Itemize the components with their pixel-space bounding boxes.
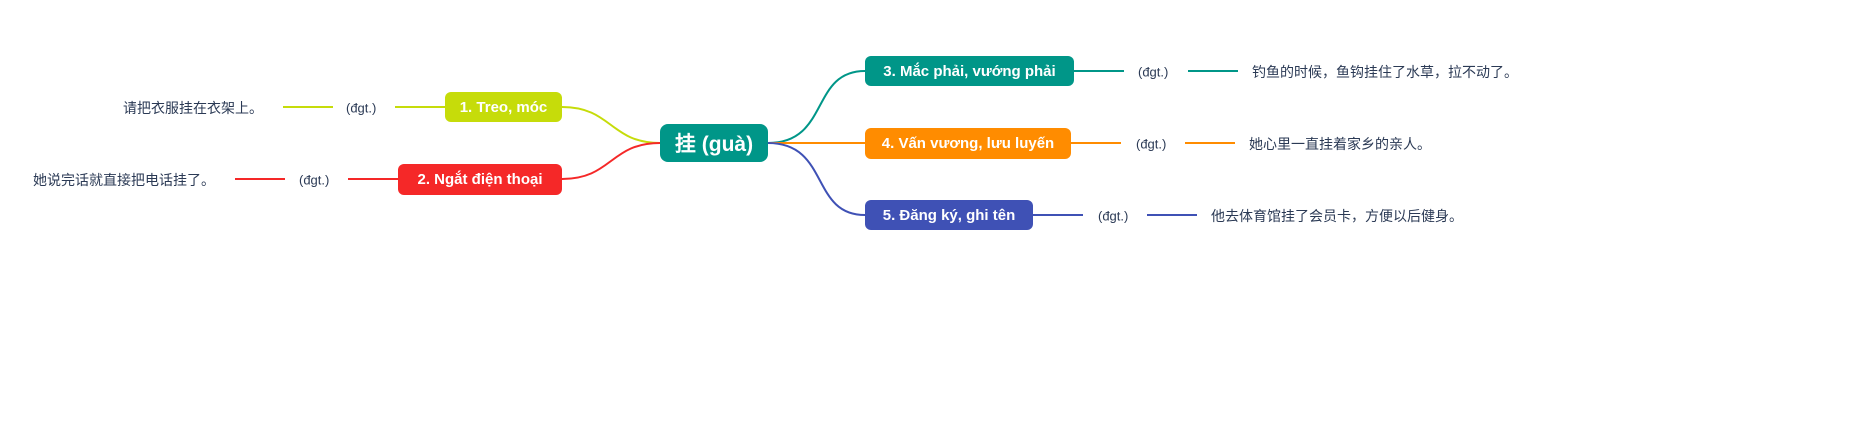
branch-1-example: 请把衣服挂在衣架上。 <box>123 100 263 116</box>
branch-4-example: 她心里一直挂着家乡的亲人。 <box>1249 136 1431 152</box>
branch-3-pos: (đgt.) <box>1138 64 1169 80</box>
branch-5-curve <box>767 142 866 216</box>
branch-1-node[interactable]: 1. Treo, móc <box>445 92 562 122</box>
branch-4-pos: (đgt.) <box>1136 136 1167 152</box>
branch-2-node[interactable]: 2. Ngắt điện thoại <box>398 164 562 195</box>
branch-3-node[interactable]: 3. Mắc phải, vướng phải <box>865 56 1074 86</box>
branch-5-pos: (đgt.) <box>1098 208 1129 224</box>
branch-2-example: 她说完话就直接把电话挂了。 <box>33 172 215 188</box>
branch-5-node[interactable]: 5. Đăng ký, ghi tên <box>865 200 1033 230</box>
branch-3-curve <box>767 70 866 144</box>
branch-2-pos: (đgt.) <box>299 172 330 188</box>
branch-5-example: 他去体育馆挂了会员卡，方便以后健身。 <box>1211 208 1463 224</box>
branch-4-node[interactable]: 4. Vấn vương, lưu luyến <box>865 128 1071 159</box>
branch-1-pos: (đgt.) <box>346 100 377 116</box>
branch-1-curve <box>561 106 661 144</box>
branch-2-curve <box>561 142 661 180</box>
branch-3-example: 钓鱼的时候，鱼钩挂住了水草，拉不动了。 <box>1252 64 1518 80</box>
central-topic[interactable]: 挂 (guà) <box>660 124 768 162</box>
